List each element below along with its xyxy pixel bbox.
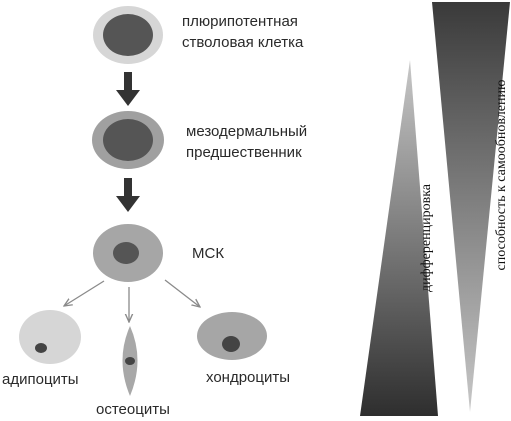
pluripotent-label-line1: плюрипотентная	[182, 13, 298, 30]
adipocyte-cell-nucleus	[35, 343, 47, 353]
differentiation-label: дифференцировка	[419, 183, 434, 292]
self-renewal-label: способность к самообновлению	[494, 80, 509, 271]
arrow-down-1	[116, 72, 140, 106]
pluripotent-stem-cell	[93, 6, 163, 64]
arrow-down-2	[116, 178, 140, 212]
self-renewal-gradient-triangle	[432, 2, 510, 412]
osteocyte-cell-nucleus	[125, 357, 135, 365]
chondrocyte-cell-outer	[197, 312, 267, 360]
adipocytes-label: адипоциты	[2, 371, 79, 388]
osteocyte-cell	[122, 326, 138, 396]
msc-cell-nucleus	[113, 242, 139, 264]
mesoderm-cell-nucleus	[103, 119, 153, 161]
mesoderm-label-line1: мезодермальный	[186, 123, 307, 140]
pluripotent-cell-nucleus	[103, 14, 153, 56]
adipocyte-cell-outer	[19, 310, 81, 364]
chondrocyte-cell-nucleus	[222, 336, 240, 352]
msc-label: МСК	[192, 245, 224, 262]
adipocyte-cell	[19, 310, 81, 364]
mesoderm-label-line2: предшественник	[186, 144, 302, 161]
pluripotent-label-line2: стволовая клетка	[182, 34, 304, 51]
chondrocytes-label: хондроциты	[206, 369, 290, 386]
differentiation-gradient-triangle	[360, 60, 438, 416]
mesodermal-progenitor-cell	[92, 111, 164, 169]
arrow-to-adipocytes	[64, 280, 105, 306]
chondrocyte-cell	[197, 312, 267, 360]
arrow-to-chondrocytes	[164, 279, 200, 307]
msc-cell	[93, 224, 163, 282]
osteocytes-label: остеоциты	[96, 401, 170, 418]
